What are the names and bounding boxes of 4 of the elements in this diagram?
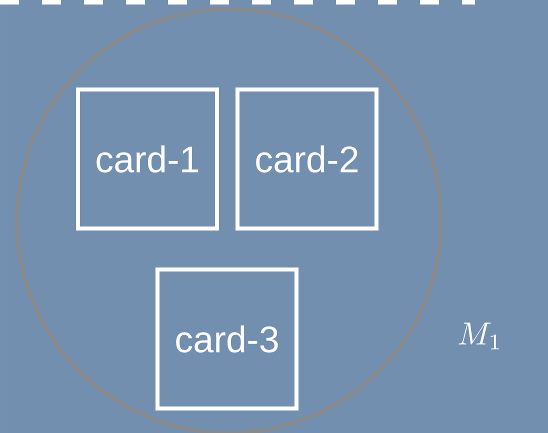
card-box: card-1	[76, 88, 219, 230]
card-box: card-2	[236, 88, 378, 230]
card-box: card-3	[156, 267, 298, 410]
set-label: $M_1$	[458, 322, 499, 350]
